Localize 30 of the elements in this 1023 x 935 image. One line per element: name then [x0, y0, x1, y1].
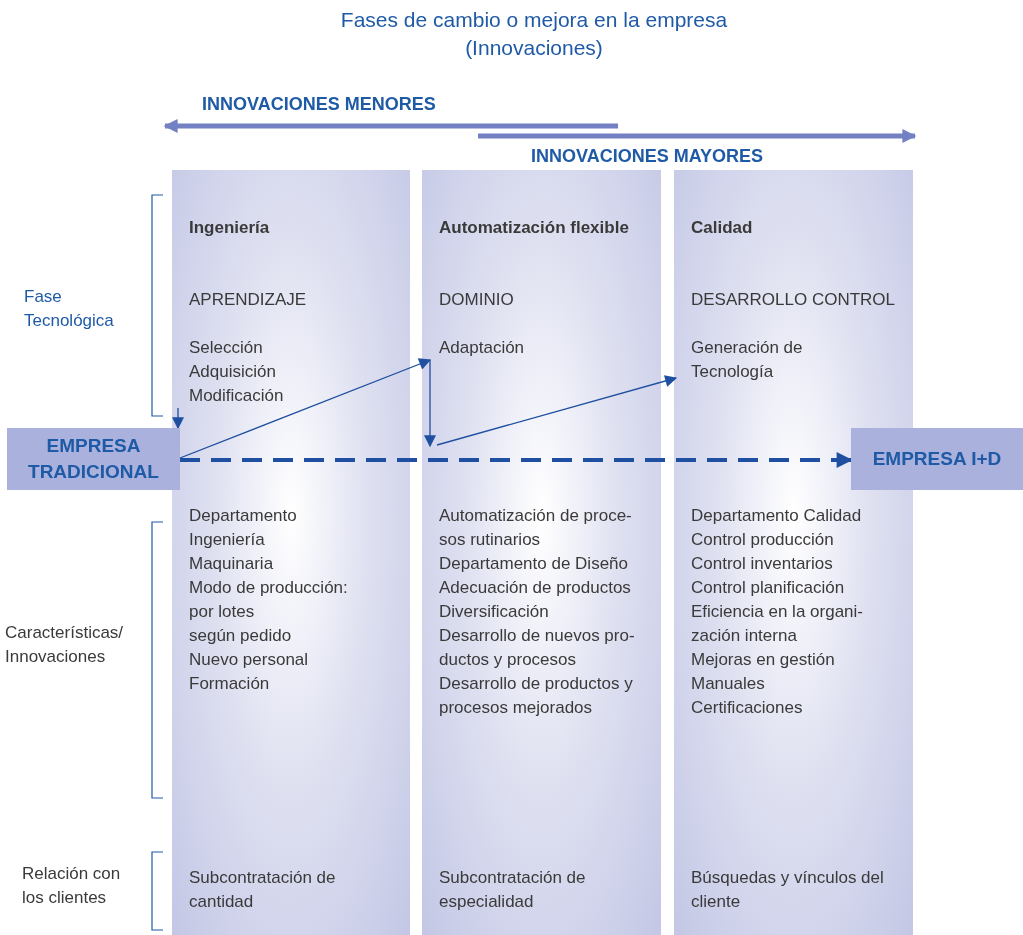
company-box: EMPRESA TRADICIONAL [7, 428, 180, 490]
column-band [422, 170, 661, 935]
feature-list: Departamento Calidad Control producción Control inventarios Control planificación Eficiencia en la organi- zación interna Mejoras en gestión Manuales Certificaciones [691, 504, 905, 720]
arrow [179, 358, 432, 459]
diagram-title: Fases de cambio o mejora en la empresa (Innovaciones) [339, 7, 729, 61]
step-list: Selección Adquisición Modificación [176, 336, 316, 408]
row-label: Fase Tecnológica [24, 286, 115, 332]
feature-list: Departamento Ingeniería Maquinaria Modo de producción: por lotes según pedido Nuevo personal Formación [189, 504, 402, 696]
arrow-caption: INNOVACIONES MAYORES [531, 145, 765, 168]
step-list: Adaptación [425, 336, 565, 360]
arrow [180, 452, 853, 468]
client-relation-text: Subcontratación de cantidad [189, 866, 402, 914]
column-band [172, 170, 410, 935]
column-heading: Ingeniería [189, 216, 402, 240]
arrow-caption: INNOVACIONES MENORES [202, 93, 437, 116]
arrow [436, 375, 678, 446]
arrow [172, 407, 184, 430]
column-heading: Calidad [691, 216, 905, 240]
phase-label: APRENDIZAJE [189, 288, 402, 312]
phase-label: DOMINIO [439, 288, 653, 312]
step-list: Generación de Tecnología [676, 336, 816, 386]
client-relation-text: Subcontratación de especialidad [439, 866, 653, 914]
row-label: Relación con los clientes [22, 863, 122, 909]
feature-list: Automatización de proce- sos rutinarios Departamento de Diseño Adecuación de productos Diversificación Desarrollo de nuevos pro- ductos y procesos Desarrollo de productos y procesos mejorados [439, 504, 653, 720]
column-heading: Automatización flexible [439, 216, 653, 240]
arrow [424, 359, 436, 448]
company-box: EMPRESA I+D [851, 428, 1023, 490]
phase-label: DESARROLLO CONTROL [691, 288, 905, 312]
row-label: Características/ Innovaciones [5, 622, 125, 668]
client-relation-text: Búsquedas y vínculos del cliente [691, 866, 905, 914]
